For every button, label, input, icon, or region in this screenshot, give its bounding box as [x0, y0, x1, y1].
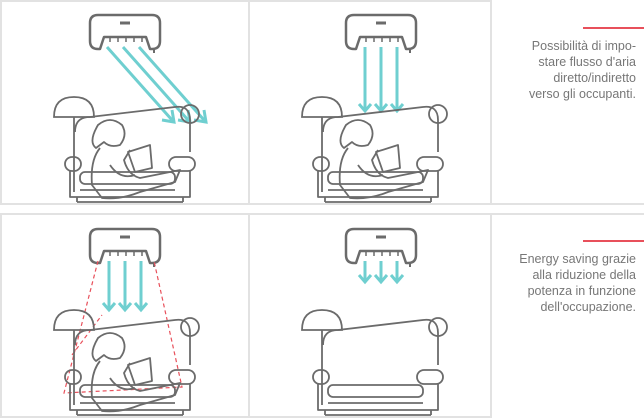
airflow-arrows-icon [357, 47, 405, 114]
caption-energy: Energy saving grazie alla riduzione dell… [519, 252, 636, 314]
floor-lamp-icon [301, 96, 343, 193]
accent-line [583, 240, 644, 242]
person-reading-icon [90, 332, 181, 413]
sensor-detection-cone-icon [63, 260, 183, 394]
panel-indirect-airflow [0, 0, 250, 205]
divider [490, 203, 644, 205]
sofa-icon [312, 104, 448, 203]
empty-sofa-icon [312, 317, 448, 416]
panel-direct-airflow [248, 0, 492, 205]
accent-line [583, 27, 644, 29]
sofa-icon [64, 317, 200, 416]
panel-occupancy-detection [0, 213, 250, 418]
floor-lamp-icon [53, 96, 95, 193]
caption-airflow: Possibilità di impo- stare flusso d'aria… [528, 39, 636, 101]
airflow-arrows-icon [357, 261, 405, 285]
panel-reduced-power [248, 213, 492, 418]
illustration-direct-airflow [301, 13, 448, 203]
illustration-indirect-airflow [53, 13, 208, 203]
airflow-arrows-icon [101, 261, 149, 313]
floor-lamp-icon [301, 309, 343, 406]
illustration-reduced-power [301, 227, 448, 416]
floor-lamp-icon [53, 309, 95, 406]
divider [490, 213, 644, 215]
person-reading-icon [90, 119, 181, 200]
airflow-arrows-icon [105, 46, 208, 124]
illustration-occupancy-detection [53, 227, 200, 416]
person-reading-icon [338, 119, 429, 200]
